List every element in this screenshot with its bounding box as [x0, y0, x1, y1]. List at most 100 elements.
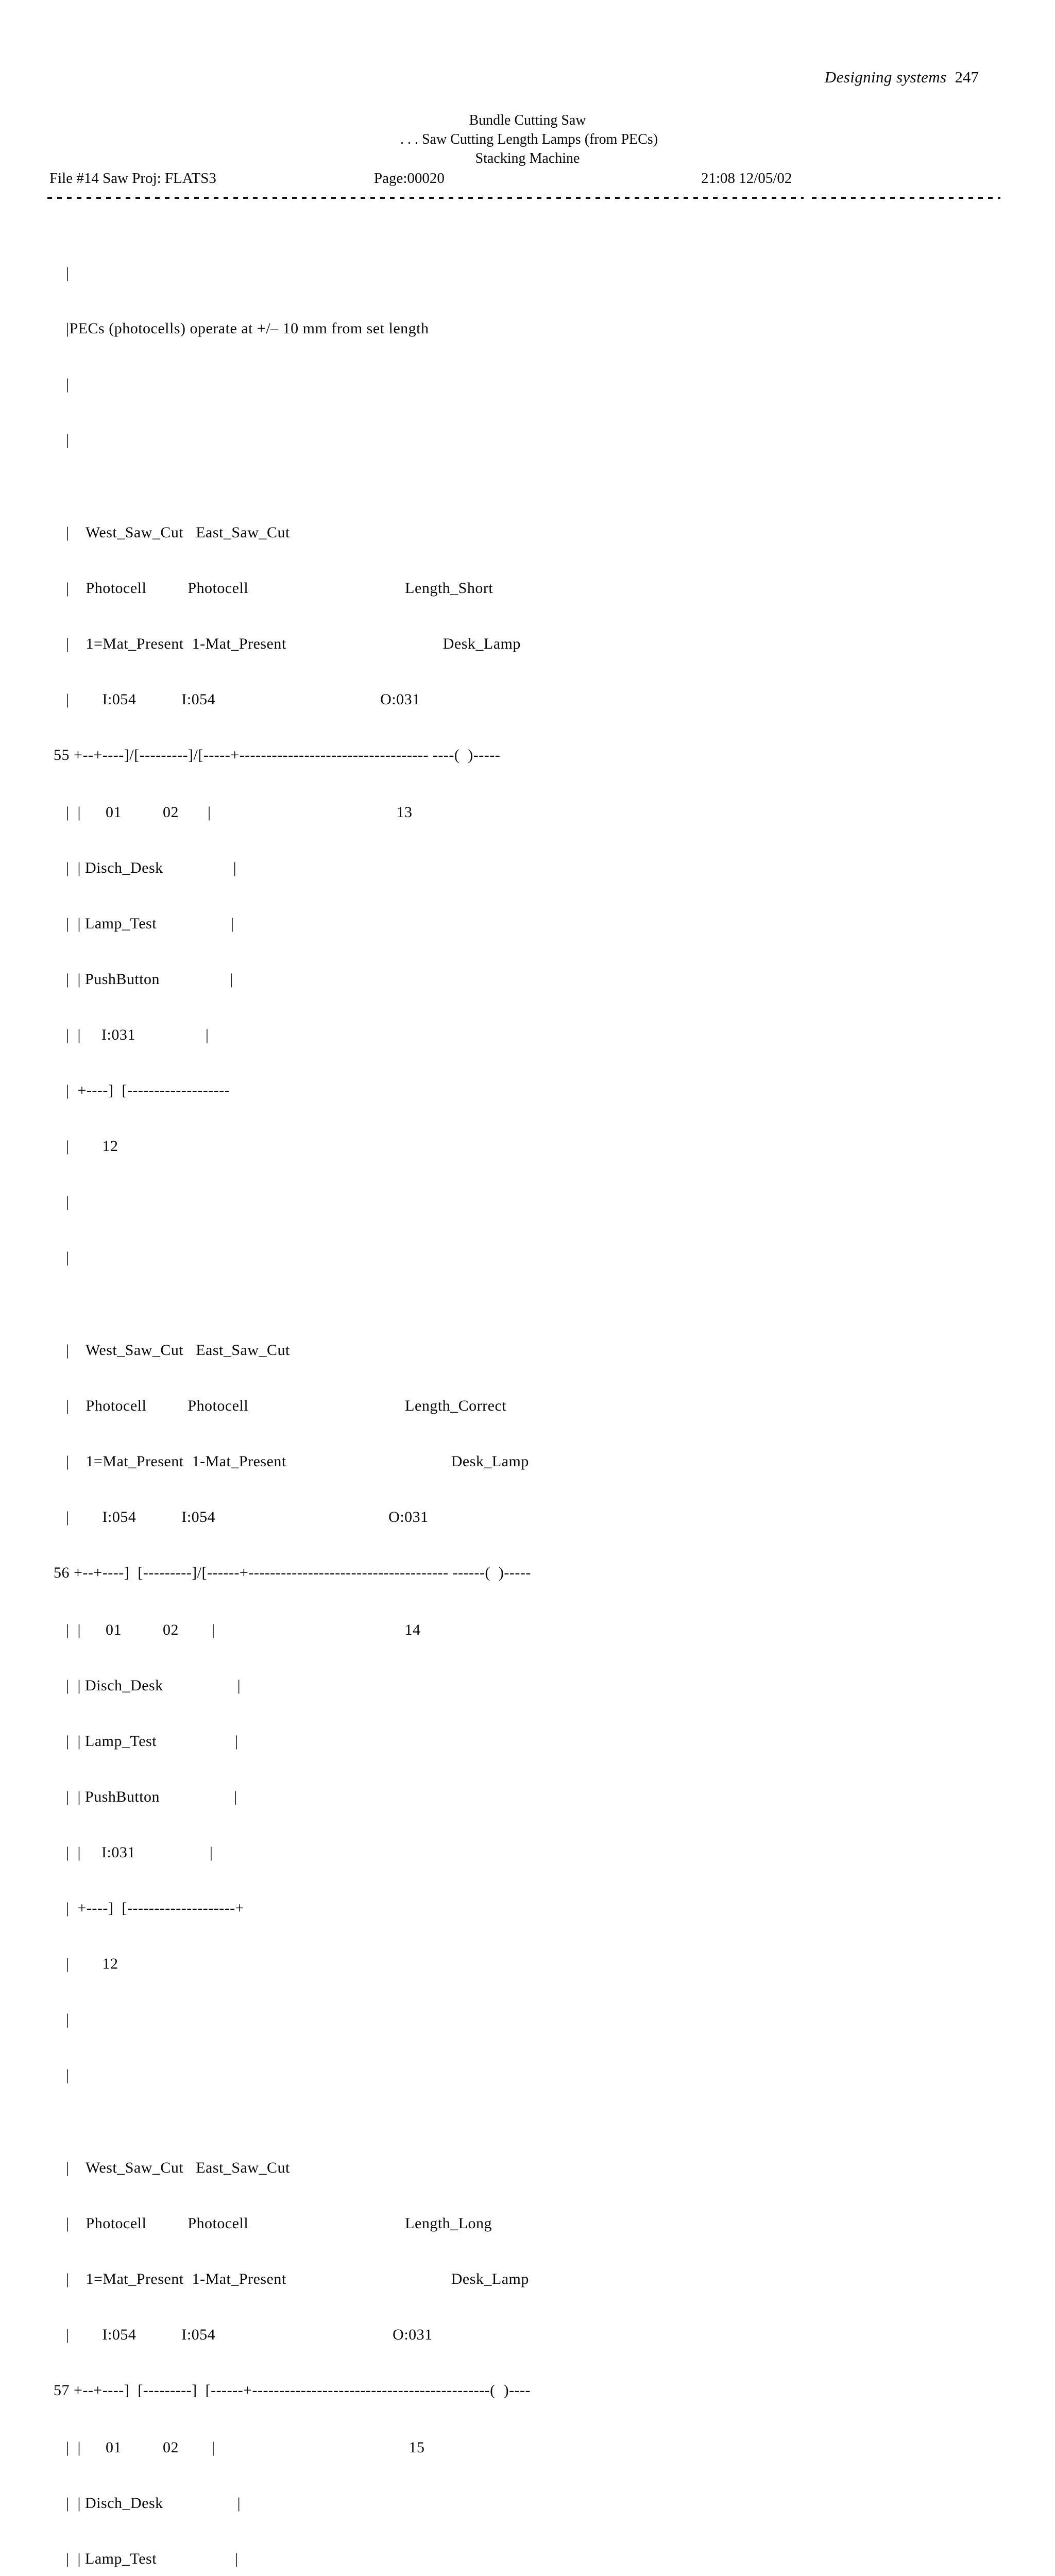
report-timestamp: 21:08 12/05/02	[701, 170, 792, 187]
rung-56-contact2-addr: I:054	[181, 1509, 216, 1526]
rung-56-contact2-label-3: 1-Mat_Present	[192, 1453, 286, 1470]
rung-56-branch-label-4: | | I:031 |	[54, 1844, 213, 1861]
rung-56-label-row-4: | I:054 I:054 O:031	[54, 1509, 429, 1526]
rung-55-output-label-1: Length_Short	[405, 580, 494, 597]
rung-56-contact1-label-3: 1=Mat_Present	[86, 1453, 184, 1470]
rung-57-branch-label-2: | | Lamp_Test |	[54, 2550, 239, 2567]
rung-57-line: 57 +--+----] [---------] [------+-------…	[54, 2382, 531, 2399]
rung-57-branch-text-1: Disch_Desk	[85, 2495, 163, 2512]
rung-57-contact1-label-3: 1=Mat_Present	[86, 2270, 184, 2287]
rung-57-output-label-1: Length_Long	[405, 2215, 492, 2232]
rung-56-label-row-2: | Photocell Photocell Length_Correct	[54, 1397, 507, 1414]
rung-55-branch-label-3: | | PushButton |	[54, 971, 233, 988]
rung-55-branch-label-1: | | Disch_Desk |	[54, 859, 237, 876]
rung-57-label-row-1: | West_Saw_Cut East_Saw_Cut	[54, 2159, 290, 2176]
rail-line: |	[54, 431, 70, 448]
rung-56-line: 56 +--+----] [---------]/[------+-------…	[54, 1564, 531, 1581]
rung-55-branch-text-1: Disch_Desk	[85, 859, 163, 876]
rung-56-output-label-1: Length_Correct	[405, 1397, 507, 1414]
report-info-row: File #14 Saw Proj: FLATS3 Page:00020 21:…	[0, 170, 1055, 191]
rung-55-bit-contact2: 02	[163, 804, 179, 821]
rung-57-contact2-label-3: 1-Mat_Present	[192, 2270, 286, 2287]
running-head: Designing systems 247	[825, 68, 979, 87]
rung-55-contact2-label-1: East_Saw_Cut	[196, 524, 290, 541]
rung-55-output-label-2: Desk_Lamp	[443, 635, 521, 652]
rung-56-bit-output: 14	[404, 1621, 421, 1638]
rung-55-contact2-label-3: 1-Mat_Present	[192, 635, 286, 652]
rung-55-branch-addr: I:031	[101, 1026, 135, 1043]
rung-56-branch-label-1: | | Disch_Desk |	[54, 1677, 241, 1694]
rung-56-branch-bit-row: | 12	[54, 1955, 118, 1972]
rung-56-branch-bit: 12	[102, 1955, 118, 1972]
rung-55-bit-output: 13	[396, 804, 413, 821]
rung-57-label-row-2: | Photocell Photocell Length_Long	[54, 2215, 492, 2232]
rung-55-contact1-label-1: West_Saw_Cut	[85, 524, 184, 541]
rung-55-label-row-3: | 1=Mat_Present 1-Mat_Present Desk_Lamp	[54, 635, 521, 652]
rung-55-branch-text-2: Lamp_Test	[85, 915, 157, 932]
rung-55-label-row-4: | I:054 I:054 O:031	[54, 691, 420, 708]
rung-57-label-row-3: | 1=Mat_Present 1-Mat_Present Desk_Lamp	[54, 2270, 529, 2287]
rung-55-bit-contact1: 01	[106, 804, 122, 821]
rung-57-contact2-addr: I:054	[181, 2326, 216, 2343]
rung-55-label-row-1: | West_Saw_Cut East_Saw_Cut	[54, 524, 290, 541]
rung-57-bit-contact2: 02	[163, 2439, 179, 2456]
ladder-listing: | |PECs (photocells) operate at +/– 10 m…	[54, 208, 531, 2576]
program-comment: |PECs (photocells) operate at +/– 10 mm …	[54, 320, 429, 337]
rung-57-output-addr: O:031	[393, 2326, 433, 2343]
rung-57-contact1-label-1: West_Saw_Cut	[85, 2159, 184, 2176]
rung-56-label-row-3: | 1=Mat_Present 1-Mat_Present Desk_Lamp	[54, 1453, 529, 1470]
rail-line: |	[54, 376, 70, 393]
rung-56-contact1-addr: I:054	[102, 1509, 137, 1526]
rung-55-contact2-label-2: Photocell	[188, 580, 249, 597]
rung-57-output-label-2: Desk_Lamp	[451, 2270, 529, 2287]
rung-55-output-addr: O:031	[380, 691, 420, 708]
rung-55-branch-bit-row: | 12	[54, 1138, 118, 1155]
header-separator-rule-tail	[812, 197, 1000, 199]
rung-56-contact1-label-1: West_Saw_Cut	[85, 1342, 184, 1359]
rung-55-contact1-addr: I:054	[102, 691, 137, 708]
rung-56-contact1-label-2: Photocell	[86, 1397, 147, 1414]
rung-57-label-row-4: | I:054 I:054 O:031	[54, 2326, 433, 2343]
rung-56-output-label-2: Desk_Lamp	[451, 1453, 529, 1470]
report-header: Bundle Cutting Saw . . . Saw Cutting Len…	[0, 111, 1055, 191]
report-title-line-1: Bundle Cutting Saw	[469, 112, 586, 128]
program-comment-text: PECs (photocells) operate at +/– 10 mm f…	[69, 320, 429, 337]
rung-56-bit-row: | | 01 02 | 14	[54, 1621, 421, 1638]
rung-56-branch-text-2: Lamp_Test	[85, 1733, 157, 1750]
rung-56-output-addr: O:031	[388, 1509, 429, 1526]
rung-55-branch-bit: 12	[102, 1138, 118, 1155]
header-separator-rule	[47, 197, 804, 199]
page-folio: 247	[955, 68, 979, 86]
rung-56-bit-contact2: 02	[163, 1621, 179, 1638]
rung-55-branch-label-4: | | I:031 |	[54, 1026, 209, 1043]
rail-line: |	[54, 2011, 70, 2028]
rung-55-contact2-addr: I:054	[181, 691, 216, 708]
rung-55-line: 55 +--+----]/[---------]/[-----+--------…	[54, 747, 501, 764]
running-head-title: Designing systems	[824, 68, 947, 86]
rung-57-branch-text-2: Lamp_Test	[85, 2550, 157, 2567]
rung-57-bit-output: 15	[409, 2439, 425, 2456]
rung-57-contact2-label-2: Photocell	[188, 2215, 249, 2232]
rung-56-bit-contact1: 01	[106, 1621, 122, 1638]
rung-55-label-row-2: | Photocell Photocell Length_Short	[54, 580, 494, 597]
rail-line: |	[54, 1249, 70, 1266]
rung-56-branch-text-3: PushButton	[85, 1788, 160, 1805]
rung-55-branch-text-3: PushButton	[85, 971, 160, 988]
file-project-label: File #14 Saw Proj: FLATS3	[49, 170, 216, 187]
rung-57-contact1-label-2: Photocell	[86, 2215, 147, 2232]
rung-56-branch-line: | +----] [--------------------+	[54, 1900, 245, 1917]
rung-57-bit-row: | | 01 02 | 15	[54, 2439, 425, 2456]
rung-56-contact2-label-1: East_Saw_Cut	[196, 1342, 290, 1359]
rung-56-branch-text-1: Disch_Desk	[85, 1677, 163, 1694]
rung-56-branch-addr: I:031	[101, 1844, 135, 1861]
rung-56-branch-label-3: | | PushButton |	[54, 1788, 237, 1805]
rung-57-bit-contact1: 01	[106, 2439, 122, 2456]
rung-57-contact1-addr: I:054	[102, 2326, 137, 2343]
rung-55-bit-row: | | 01 02 | 13	[54, 804, 413, 821]
rung-56-branch-label-2: | | Lamp_Test |	[54, 1733, 239, 1750]
rung-56-label-row-1: | West_Saw_Cut East_Saw_Cut	[54, 1342, 290, 1359]
report-page-label: Page:00020	[374, 170, 445, 187]
rung-55-contact1-label-2: Photocell	[86, 580, 147, 597]
rail-line: |	[54, 264, 70, 281]
report-title-line-3: Stacking Machine	[475, 150, 580, 166]
